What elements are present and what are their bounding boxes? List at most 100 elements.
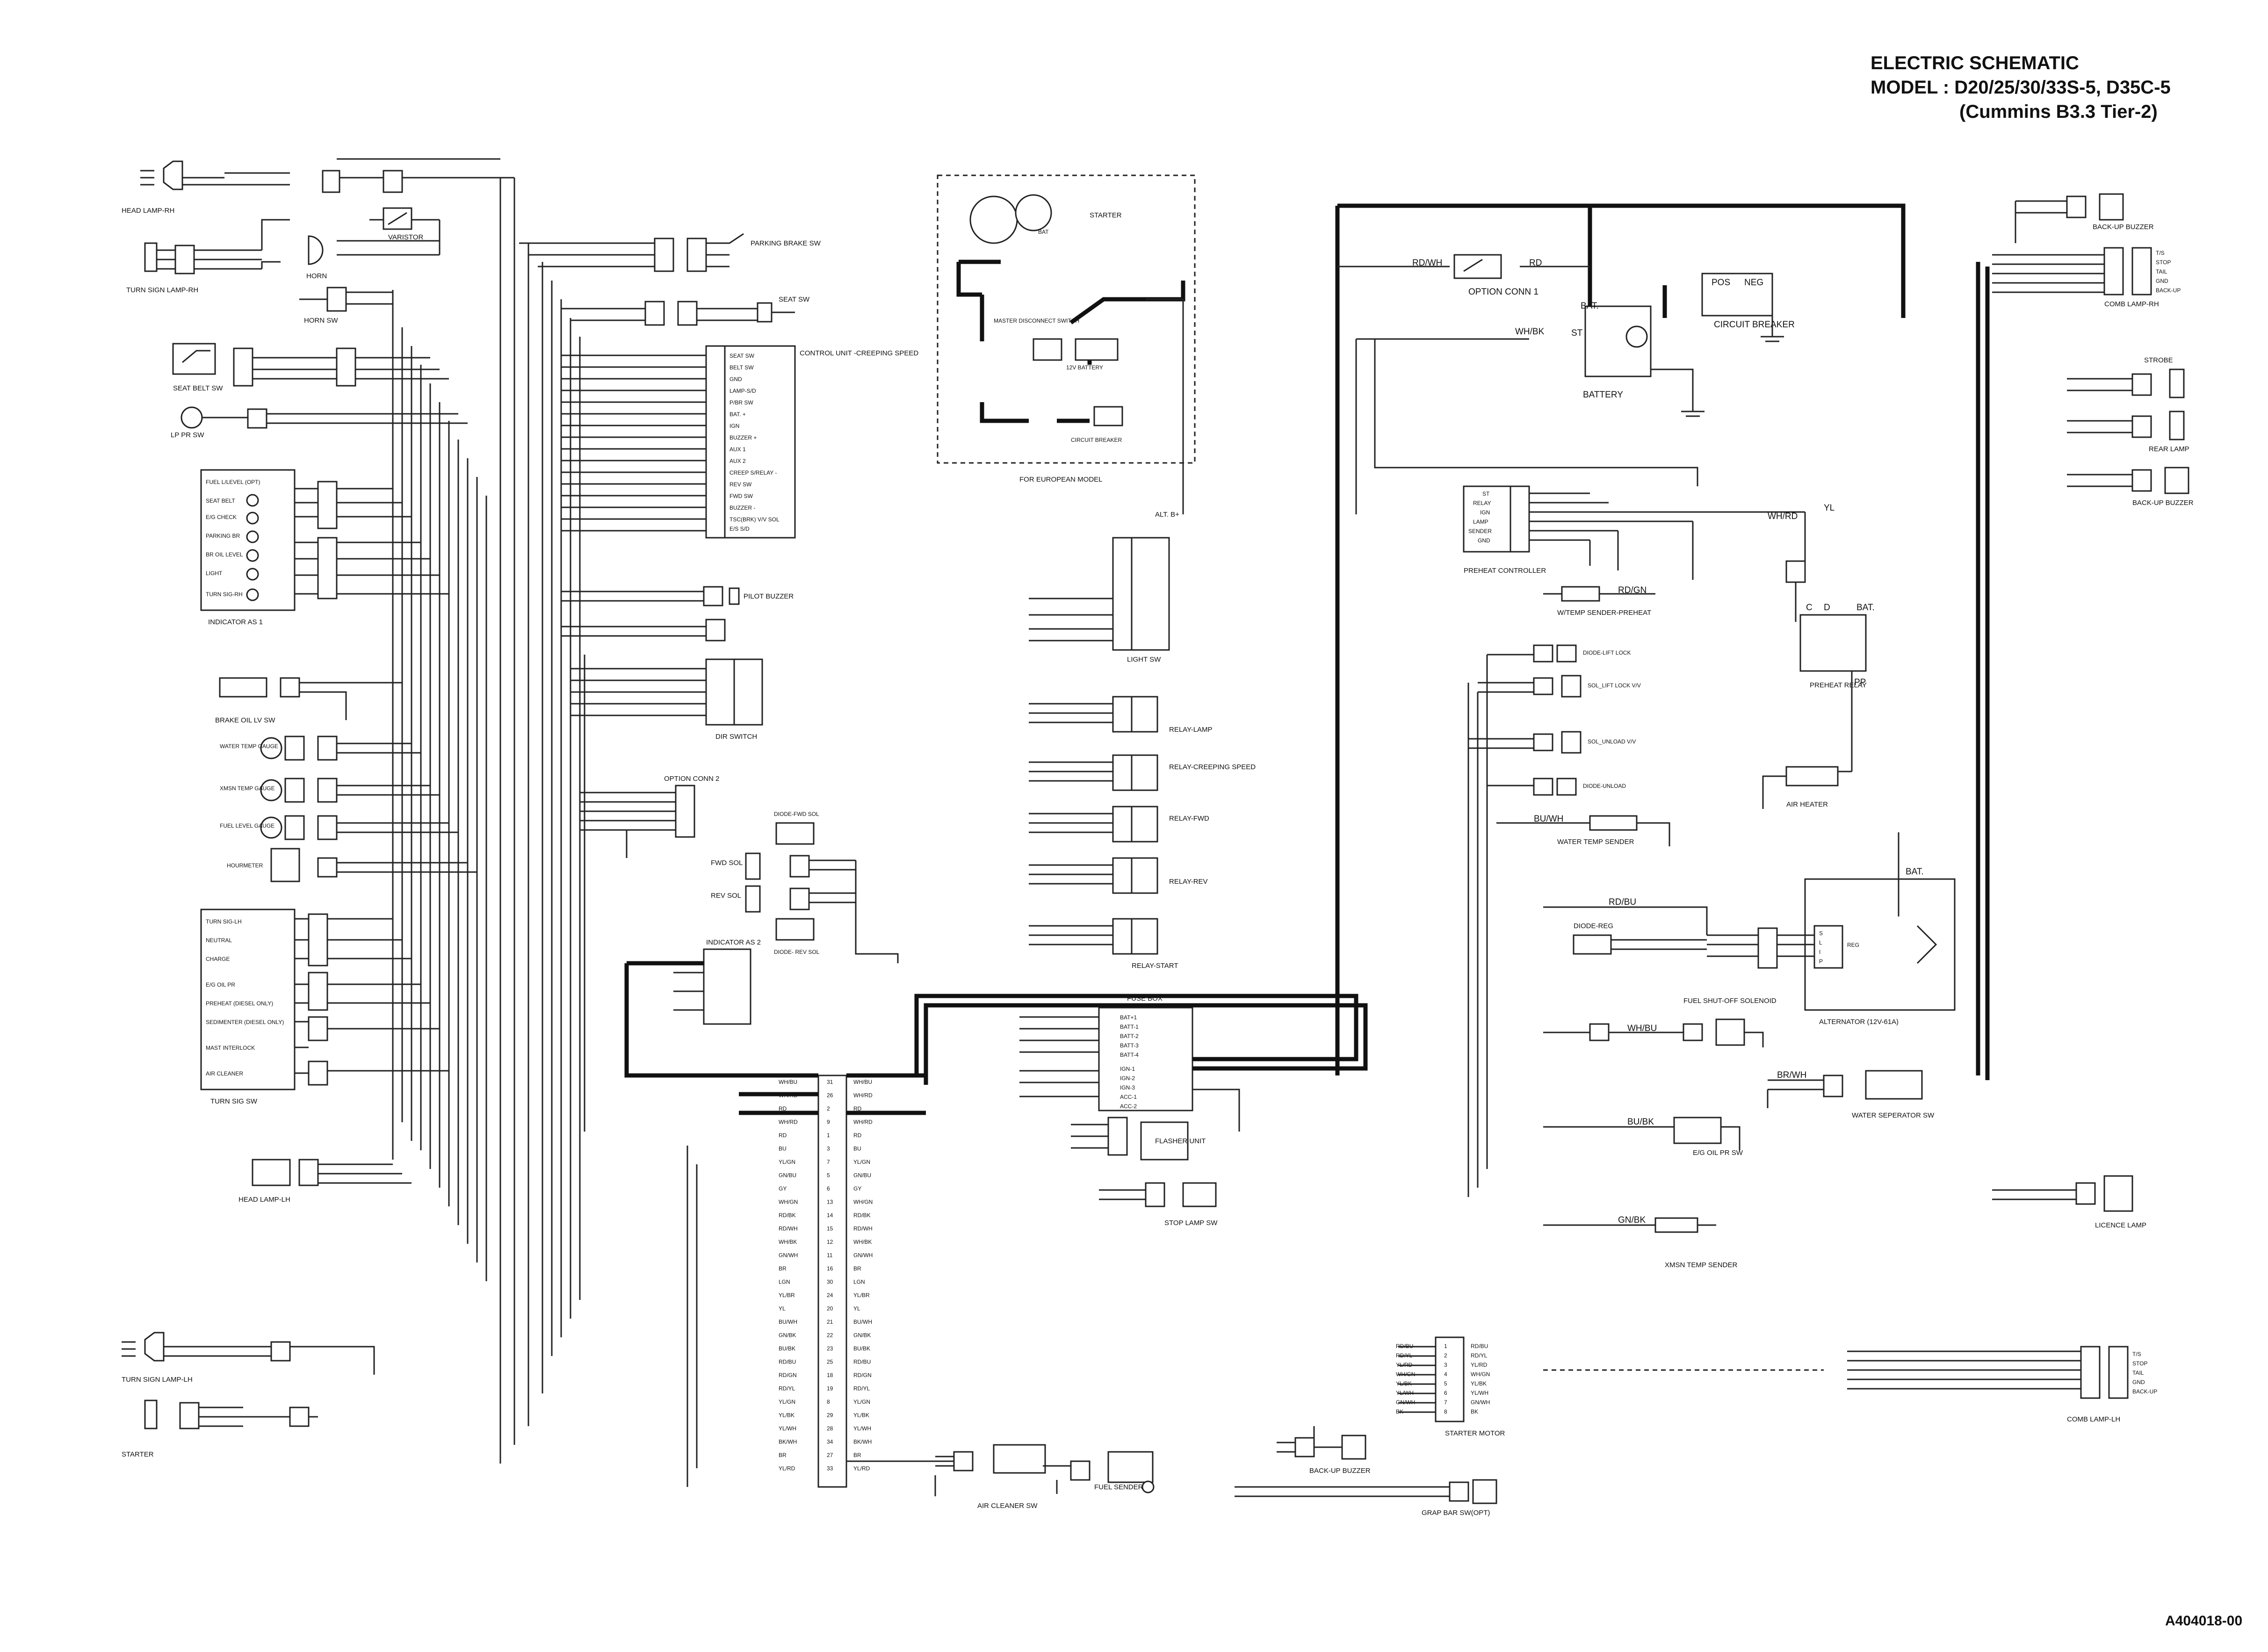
alternator-pins: S L I P REG	[1819, 930, 1859, 965]
indicator-as1: FUEL L/LEVEL (OPT) SEAT BELT E/G CHECK P…	[200, 469, 449, 626]
svg-text:SEAT BELT: SEAT BELT	[206, 498, 235, 504]
key-switch-label: INDICATOR AS 2	[706, 938, 761, 946]
main-connector-row-right-wire: YL	[853, 1306, 860, 1312]
svg-text:GND: GND	[1478, 537, 1490, 544]
option-conn-2: OPTION CONN 2	[580, 775, 719, 858]
fuel-shut-off: WH/BU FUEL SHUT-OFF SOLENOID	[1543, 997, 1777, 1047]
svg-text:PP: PP	[1854, 678, 1866, 687]
svg-text:PREHEAT (DIESEL ONLY): PREHEAT (DIESEL ONLY)	[206, 1000, 273, 1007]
svg-text:WH/BU: WH/BU	[1627, 1024, 1657, 1033]
main-connector-row-left-wire: BR	[779, 1265, 787, 1272]
svg-text:AIR CLEANER: AIR CLEANER	[206, 1070, 243, 1077]
water-separator-sw: BR/WH WATER SEPERATOR SW	[1767, 1070, 1935, 1119]
svg-text:IGN-1: IGN-1	[1120, 1066, 1135, 1072]
svg-text:CHARGE: CHARGE	[206, 956, 230, 962]
preheat-pins: ST RELAY IGN LAMP SENDER GND	[1468, 491, 1492, 544]
main-connector-row-right-wire: RD/YL	[853, 1385, 870, 1392]
starter-motor-label: BATTERY	[1583, 390, 1623, 400]
main-connector-row-pin: 23	[827, 1345, 833, 1352]
option-conn-1-row-right-wire: RD/YL	[1471, 1352, 1488, 1359]
main-connector-row-pin: 28	[827, 1425, 833, 1432]
svg-text:STOP: STOP	[2132, 1360, 2147, 1367]
diode-lift-lock-label: DIODE-LIFT LOCK	[1583, 649, 1631, 656]
stop-lamp-sw-label: STOP LAMP SW	[1164, 1219, 1218, 1227]
svg-text:WH/RD: WH/RD	[1768, 512, 1798, 521]
svg-text:SEDIMENTER (DIESEL ONLY): SEDIMENTER (DIESEL ONLY)	[206, 1019, 284, 1025]
battery-label: CIRCUIT BREAKER	[1714, 320, 1795, 330]
sol-lift-lock-label: SOL_LIFT LOCK V/V	[1588, 682, 1641, 689]
seat-belt-sw-label: SEAT BELT SW	[173, 384, 223, 392]
main-connector-row-pin: 13	[827, 1199, 833, 1205]
grap-bar-sw-label: GRAP BAR SW(OPT)	[1422, 1509, 1490, 1517]
main-connector-row-pin: 7	[827, 1159, 830, 1165]
svg-text:LIGHT: LIGHT	[206, 570, 223, 577]
xmsn-temp-sender: GN/BK XMSN TEMP SENDER	[1543, 1215, 1737, 1269]
stop-lamp-sw: STOP LAMP SW	[1099, 1182, 1218, 1227]
turn-sign-lamp-rh: TURN SIGN LAMP-RH	[126, 219, 290, 294]
svg-text:IGN-3: IGN-3	[1120, 1084, 1135, 1091]
svg-text:RD/GN: RD/GN	[1618, 585, 1647, 595]
main-connector-row-left-wire: LGN	[779, 1279, 790, 1285]
svg-text:E/G OIL PR: E/G OIL PR	[206, 981, 235, 988]
main-connector-row-right-wire: WH/BU	[853, 1079, 872, 1085]
lp-pr-sw-label: LP PR SW	[171, 431, 204, 439]
option-conn-1-row-right-wire: WH/GN	[1471, 1371, 1490, 1378]
air-cleaner-sw: AIR CLEANER SW	[846, 1444, 1046, 1510]
option-conn-1-row-right-wire: YL/WH	[1471, 1390, 1488, 1396]
option-conn-1-row-pin: 5	[1444, 1380, 1447, 1387]
relay-creeping-speed-label: RELAY-CREEPING SPEED	[1169, 763, 1256, 771]
main-connector-row-right-wire: GN/BU	[853, 1172, 871, 1179]
varistor-label: VARISTOR	[388, 233, 423, 241]
svg-text:SEAT SW: SEAT SW	[730, 353, 755, 359]
svg-text:ST: ST	[1482, 491, 1490, 497]
main-connector-row-left-wire: RD/GN	[779, 1372, 797, 1378]
main-connector-row-right-wire: YL/GN	[853, 1399, 870, 1405]
main-connector-row-pin: 16	[827, 1265, 833, 1272]
main-connector-row-pin: 30	[827, 1279, 833, 1285]
svg-text:P/BR SW: P/BR SW	[730, 399, 753, 406]
fuel-sender-label: FUEL SENDER	[1094, 1483, 1143, 1491]
option-conn-1-row-right-wire: RD/BU	[1471, 1343, 1488, 1349]
svg-text:BATT-1: BATT-1	[1120, 1024, 1139, 1030]
diode-rev-sol-label: DIODE- REV SOL	[774, 949, 820, 955]
licence-lamp-label: LICENCE LAMP	[2095, 1221, 2146, 1229]
svg-text:YL: YL	[1824, 503, 1835, 513]
main-connector-row-right-wire: BR	[853, 1452, 861, 1458]
main-connector-row-left-wire: GN/BU	[779, 1172, 796, 1179]
main-connector-row-right-wire: BU/WH	[853, 1319, 872, 1325]
indicator-as2: TURN SIG-LH NEUTRAL CHARGE E/G OIL PR PR…	[200, 909, 449, 1105]
main-connector-row-right-wire: YL/GN	[853, 1159, 870, 1165]
main-connector-row-right-wire: WH/GN	[853, 1199, 873, 1205]
back-up-buzzer-label: BACK-UP BUZZER	[1309, 1467, 1371, 1475]
svg-text:E/S S/D: E/S S/D	[730, 526, 750, 532]
relay-lamp-label: RELAY-LAMP	[1169, 726, 1213, 734]
main-connector-row-right-wire: GN/BK	[853, 1332, 871, 1339]
main-connector-row-left-wire: YL/BK	[779, 1412, 795, 1419]
main-connector-row-left-wire: GN/BK	[779, 1332, 796, 1339]
main-connector-row-right-wire: RD	[853, 1132, 862, 1139]
svg-text:GND: GND	[2156, 278, 2168, 284]
svg-text:TAIL: TAIL	[2156, 268, 2167, 275]
seat-sw: SEAT SW	[561, 296, 810, 326]
main-connector-row-left-wire: BU/BK	[779, 1345, 795, 1352]
horn-group: HORN VARISTOR HORN SW	[299, 170, 441, 325]
turn-sig-sw: HEAD LAMP-LH	[238, 1159, 412, 1204]
power-group: OPTION CONN 1 RD/WH RD POS NEG CIRCUIT B…	[1335, 203, 1906, 1075]
svg-text:IGN-2: IGN-2	[1120, 1075, 1135, 1082]
svg-text:T/S: T/S	[2156, 250, 2165, 256]
main-connector-row-right-wire: YL/WH	[853, 1425, 871, 1432]
main-connector-row-right-wire: BU	[853, 1146, 861, 1152]
main-connector-row-pin: 8	[827, 1399, 830, 1405]
relays: RELAY-LAMP RELAY-CREEPING SPEED RELAY-FW…	[1029, 696, 1256, 970]
main-connector-row-left-wire: YL/RD	[779, 1465, 795, 1472]
main-connector-row-right-wire: BU/BK	[853, 1345, 870, 1352]
svg-text:BUZZER -: BUZZER -	[730, 505, 755, 511]
svg-text:CREEP S/RELAY -: CREEP S/RELAY -	[730, 469, 777, 476]
main-connector-row-pin: 19	[827, 1385, 833, 1392]
svg-text:GN/BK: GN/BK	[1618, 1215, 1646, 1225]
svg-text:STOP: STOP	[2156, 259, 2171, 266]
turn-sign-lamp-lh-label: STARTER	[122, 1450, 154, 1458]
main-connector-row-left-wire: GN/WH	[779, 1252, 798, 1259]
main-connector-row-pin: 34	[827, 1439, 833, 1445]
